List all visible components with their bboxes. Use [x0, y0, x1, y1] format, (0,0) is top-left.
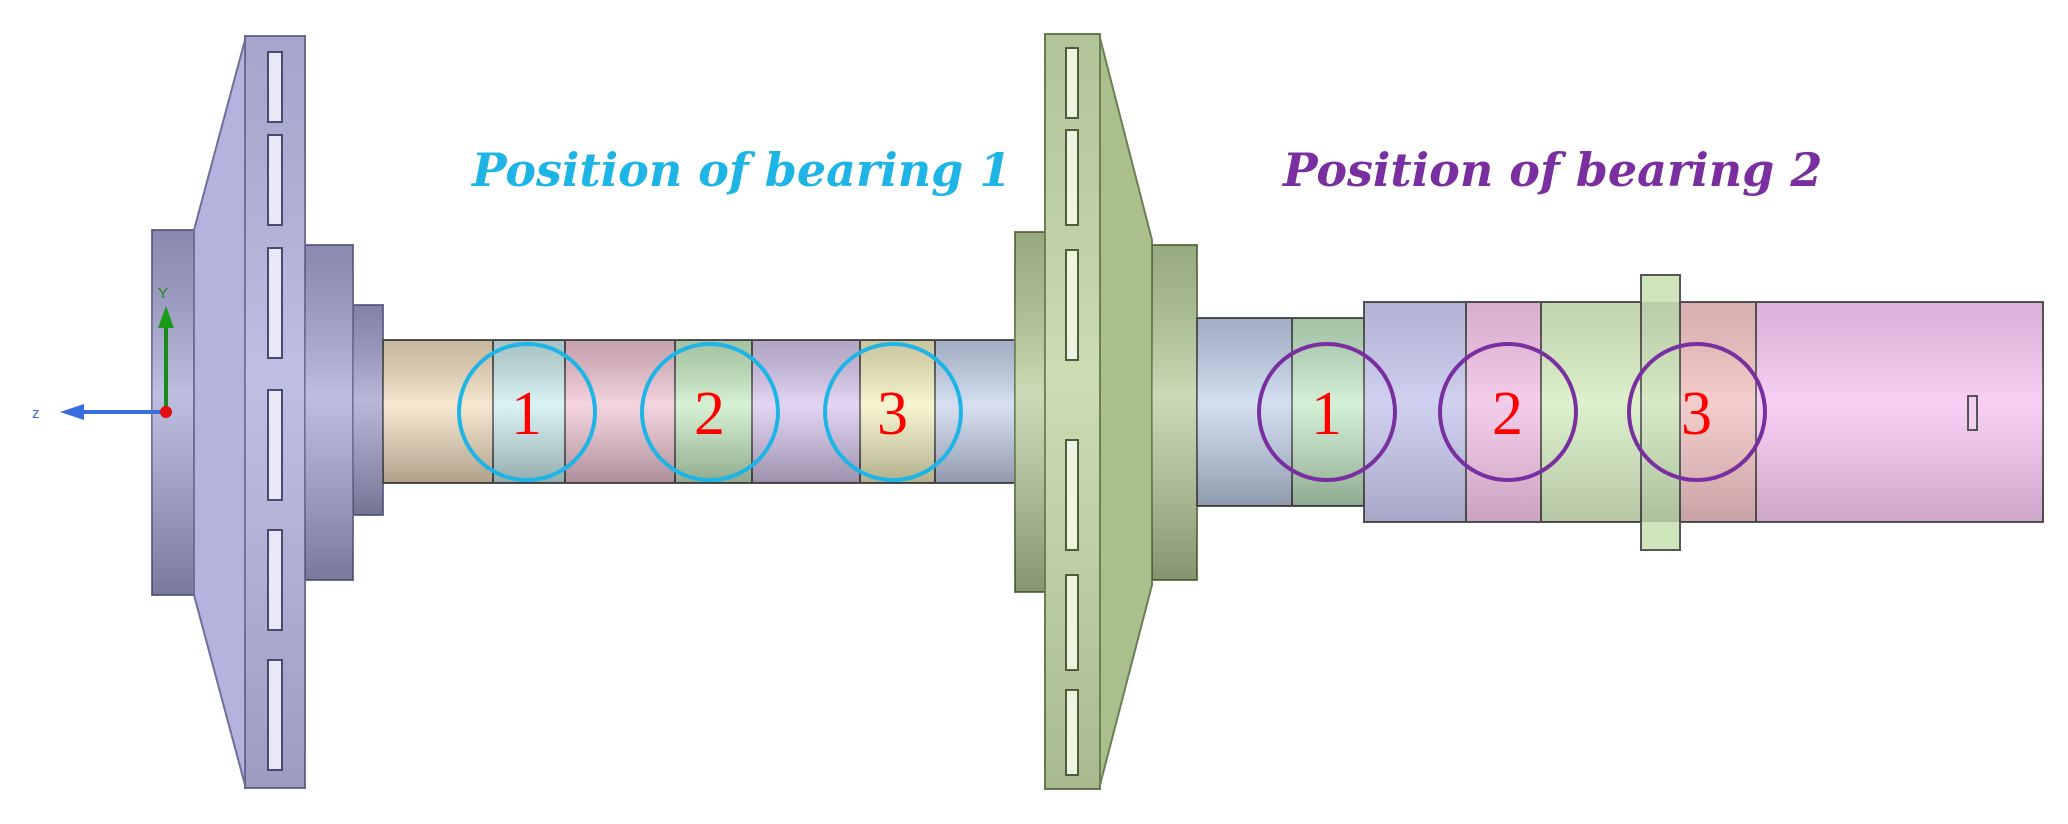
bearing2-markers	[1257, 342, 1767, 482]
left-disc-assembly	[151, 35, 384, 789]
bearing1-marker-3: 3	[877, 380, 908, 448]
bearing1-marker-circle-1	[457, 342, 597, 482]
bearing1-marker-1: 1	[511, 380, 542, 448]
bearing2-title: Position of bearing 2	[1281, 143, 1822, 197]
right-disc-cone	[1099, 37, 1153, 786]
bearing2-marker-circle-3	[1627, 342, 1767, 482]
axis-triad: Y z	[32, 285, 174, 422]
bearing1-marker-circle-2	[640, 342, 780, 482]
left-shaft	[382, 339, 1016, 484]
bearing2-marker-1: 1	[1311, 380, 1342, 448]
bearing1-marker-circle-3	[823, 342, 963, 482]
axis-z-label: z	[32, 405, 40, 422]
bearing1-markers	[457, 342, 963, 482]
axis-y-label: Y	[158, 285, 168, 302]
right-disc-assembly	[1014, 33, 1198, 790]
bearing1-title: Position of bearing 1	[470, 143, 1011, 197]
bearing1-marker-2: 2	[694, 380, 725, 448]
left-disc-cone	[193, 39, 246, 786]
right-shaft	[1196, 274, 2044, 551]
shaft-keyway	[1967, 395, 1978, 431]
bearing2-marker-circle-2	[1438, 342, 1578, 482]
right-disc-slots	[1065, 47, 1079, 776]
axis-origin	[160, 406, 172, 418]
bearing2-marker-3: 3	[1681, 380, 1712, 448]
left-disc-slots	[267, 51, 283, 771]
bearing2-marker-2: 2	[1492, 380, 1523, 448]
bearing2-marker-circle-1	[1257, 342, 1397, 482]
